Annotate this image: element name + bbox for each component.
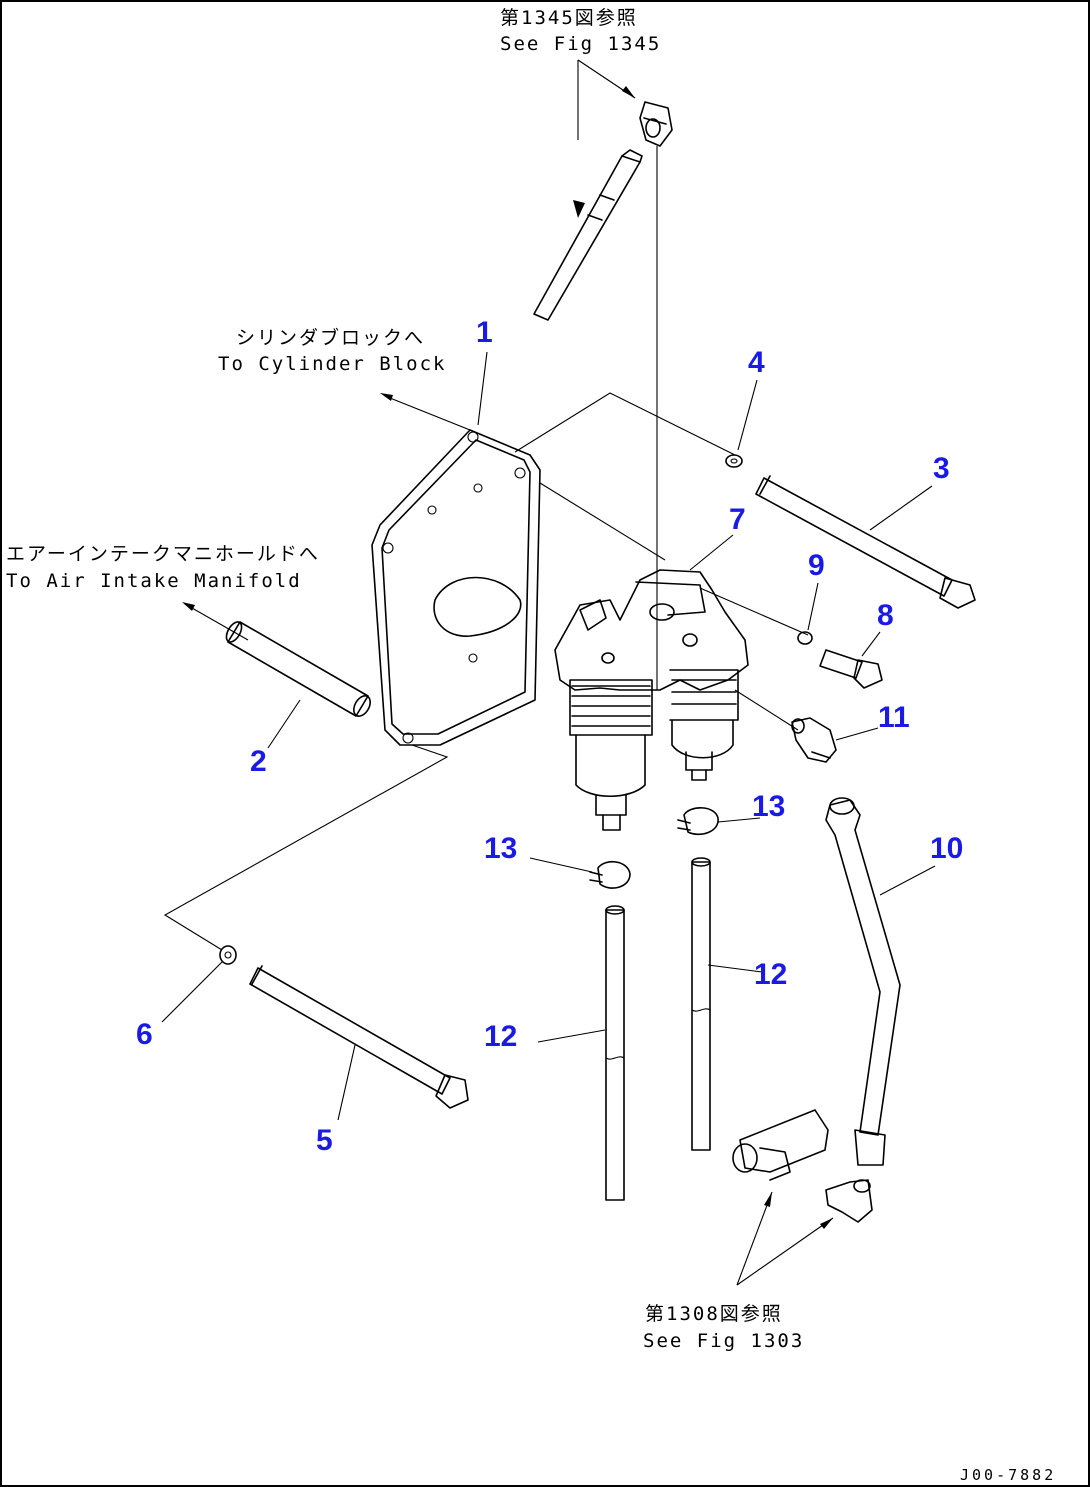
clip-part-13-right: [677, 807, 719, 836]
note-see-fig-1345: 第1345図参照 See Fig 1345: [500, 7, 661, 140]
svg-text:To Air Intake Manifold: To Air Intake Manifold: [6, 570, 302, 592]
callout-2: 2: [250, 745, 267, 778]
svg-text:第1308図参照: 第1308図参照: [645, 1303, 783, 1325]
callout-leaders: [161, 351, 936, 1121]
svg-text:See Fig 1345: See Fig 1345: [500, 33, 661, 55]
lower-valve-fitting: [732, 1109, 829, 1181]
washer-part-4: [725, 454, 743, 468]
note-to-air-intake-manifold: エアーインテークマニホールドへ To Air Intake Manifold: [6, 543, 320, 641]
callout-3: 3: [933, 452, 950, 485]
note-see-fig-1303: 第1308図参照 See Fig 1303: [643, 1191, 834, 1352]
drawing-code: J00-7882: [960, 1466, 1056, 1484]
callout-10: 10: [930, 832, 963, 865]
svg-text:エアーインテークマニホールドへ: エアーインテークマニホールドへ: [6, 543, 320, 565]
hose-part-10: [825, 797, 901, 1166]
washer-part-6: [219, 945, 237, 965]
callout-13-right: 13: [752, 790, 785, 823]
bolt-part-8: [819, 649, 883, 689]
callout-numbers: 1 2 3 4 5 6 7 8 9 10 11 12 12 13 13: [136, 316, 963, 1157]
callout-5: 5: [316, 1124, 333, 1157]
callout-7: 7: [729, 503, 746, 536]
mounting-plate: [371, 429, 541, 746]
callout-12-right: 12: [754, 958, 787, 991]
filter-assembly: [554, 569, 749, 831]
callout-9: 9: [808, 549, 825, 582]
callout-13-left: 13: [484, 832, 517, 865]
clip-part-13-left: [589, 861, 631, 889]
callout-1: 1: [476, 316, 493, 349]
callout-6: 6: [136, 1018, 153, 1051]
svg-text:To Cylinder Block: To Cylinder Block: [218, 353, 446, 375]
hose-part-12-left: [605, 905, 625, 1201]
callout-8: 8: [877, 599, 894, 632]
pipe-part-2: [225, 621, 371, 717]
callout-12-left: 12: [484, 1020, 517, 1053]
top-elbow-fitting: [639, 101, 673, 690]
washer-part-9: [797, 631, 813, 645]
callout-4: 4: [748, 346, 765, 379]
svg-text:第1345図参照: 第1345図参照: [500, 7, 638, 29]
upper-hose: [533, 149, 643, 321]
hose-part-12-right: [691, 857, 711, 1151]
callout-11: 11: [878, 701, 910, 734]
lower-elbow-fitting: [825, 1179, 873, 1223]
elbow-part-11: [791, 717, 837, 763]
note-to-cylinder-block: シリンダブロックへ To Cylinder Block: [218, 326, 471, 431]
bolt-part-5: [249, 965, 469, 1109]
svg-text:See Fig 1303: See Fig 1303: [643, 1330, 804, 1352]
svg-text:シリンダブロックへ: シリンダブロックへ: [236, 326, 425, 349]
assembly-lines: [163, 392, 809, 951]
bolt-part-3: [755, 475, 976, 609]
